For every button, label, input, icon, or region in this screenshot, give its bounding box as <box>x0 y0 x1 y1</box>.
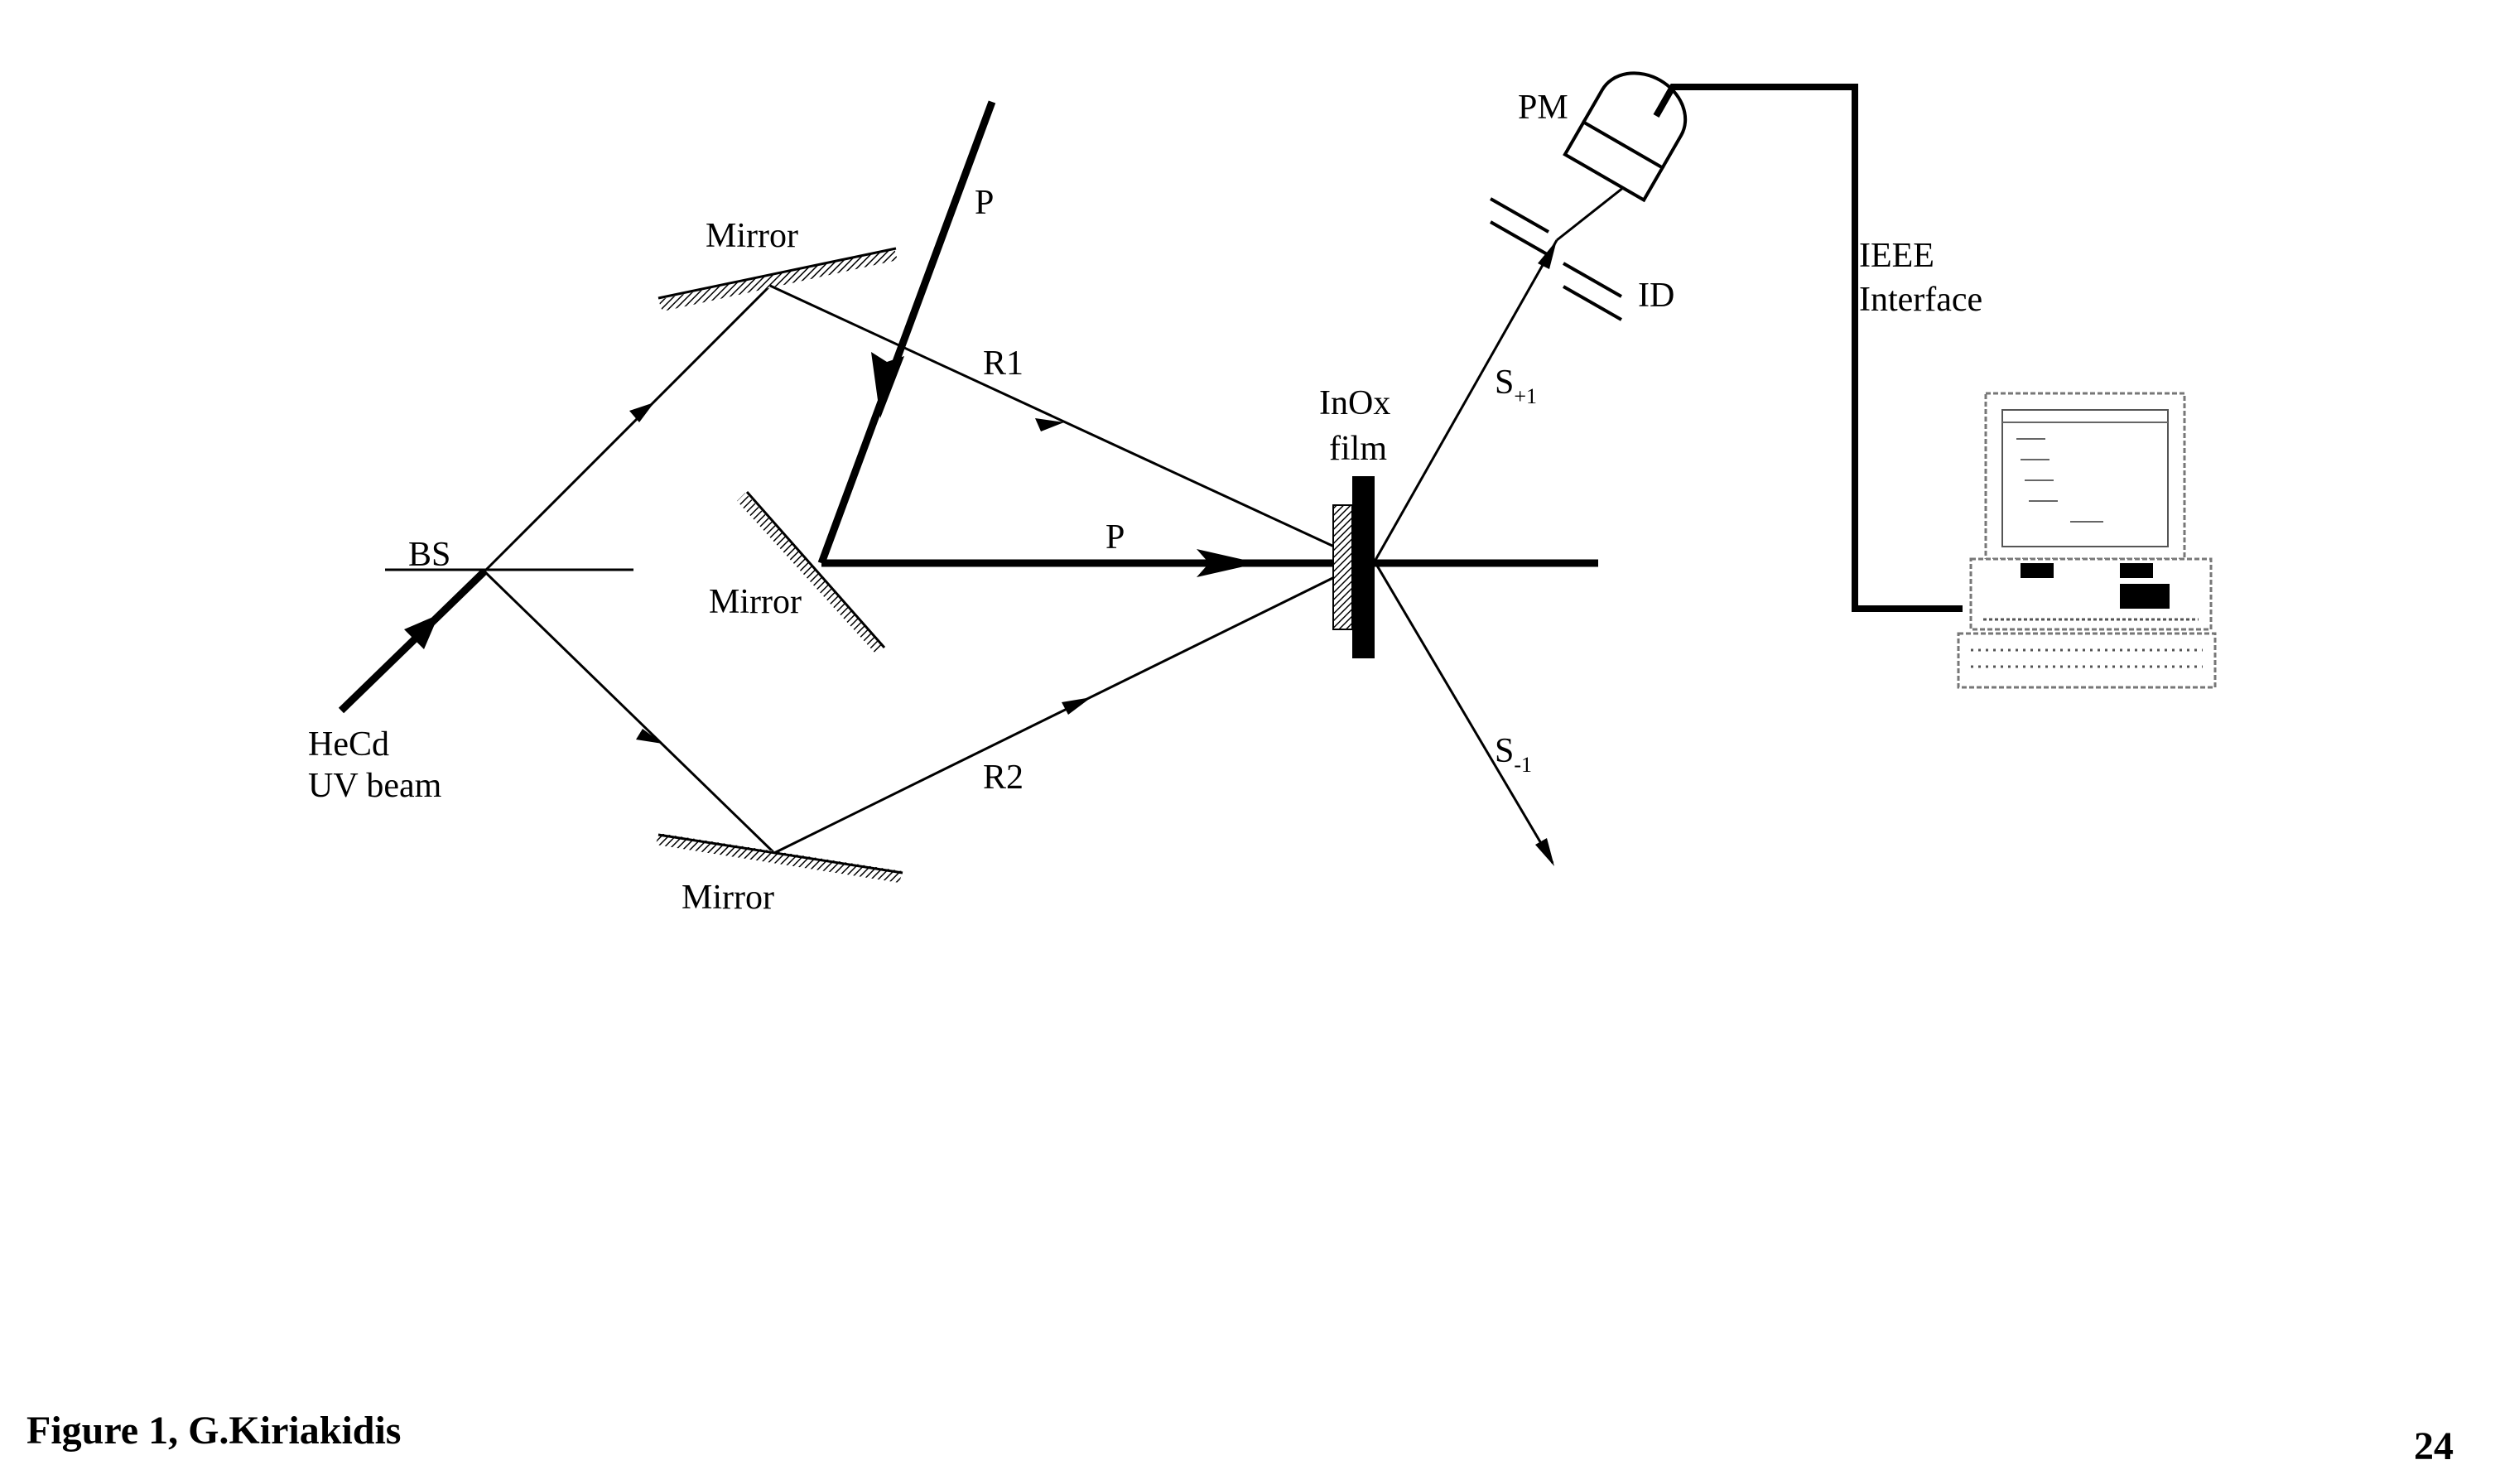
label-p-incoming: P <box>975 184 994 222</box>
probe-beam-incoming <box>817 100 996 565</box>
arrow-r1 <box>1035 418 1064 431</box>
arrow-r2 <box>1062 697 1091 715</box>
photomultiplier-icon <box>1563 71 1688 203</box>
hecd-beam-arrow <box>404 614 439 649</box>
hecd-beam <box>338 568 488 714</box>
figure-caption: Figure 1, G.Kiriakidis <box>26 1409 401 1453</box>
arrow-bs-bottom <box>636 729 662 744</box>
arrow-probe-incoming <box>871 352 904 418</box>
beam-s-minus-1 <box>1373 561 1554 864</box>
label-mirror-top: Mirror <box>706 217 798 255</box>
beam-s-plus-1 <box>1373 239 1558 562</box>
label-id: ID <box>1638 277 1674 315</box>
beam-bs-to-bottom-mirror <box>483 570 776 855</box>
label-interface: Interface <box>1859 281 1982 319</box>
ieee-cable <box>1653 84 1963 612</box>
label-film-line1: InOx <box>1319 384 1390 422</box>
label-ieee: IEEE <box>1859 237 1934 275</box>
label-hecd: HeCd <box>308 725 389 764</box>
label-p-horizontal: P <box>1105 518 1125 556</box>
page-number: 24 <box>2414 1424 2454 1468</box>
iris-diaphragm <box>1490 197 1622 321</box>
mirror-middle <box>737 491 886 654</box>
arrow-s-minus-1 <box>1535 838 1554 866</box>
label-mirror-bottom: Mirror <box>682 879 774 917</box>
mirror-bottom <box>656 833 903 883</box>
mirror-top <box>657 247 898 311</box>
label-uv-beam: UV beam <box>308 767 442 805</box>
label-s-minus-1: S-1 <box>1495 732 1532 777</box>
label-pm: PM <box>1518 89 1568 127</box>
label-mirror-middle: Mirror <box>709 583 802 621</box>
label-s-plus-1: S+1 <box>1495 364 1537 408</box>
label-r2: R2 <box>983 759 1024 797</box>
arrow-probe-horizontal <box>1197 549 1259 577</box>
beam-bs-to-top-mirror <box>483 284 772 573</box>
inox-film <box>1332 476 1375 658</box>
arrow-bs-top <box>629 402 654 422</box>
desktop-computer-icon <box>1957 392 2217 689</box>
beam-r1 <box>769 284 1367 563</box>
label-film-line2: film <box>1329 430 1387 468</box>
label-bs: BS <box>408 536 450 574</box>
label-r1: R1 <box>983 344 1024 383</box>
